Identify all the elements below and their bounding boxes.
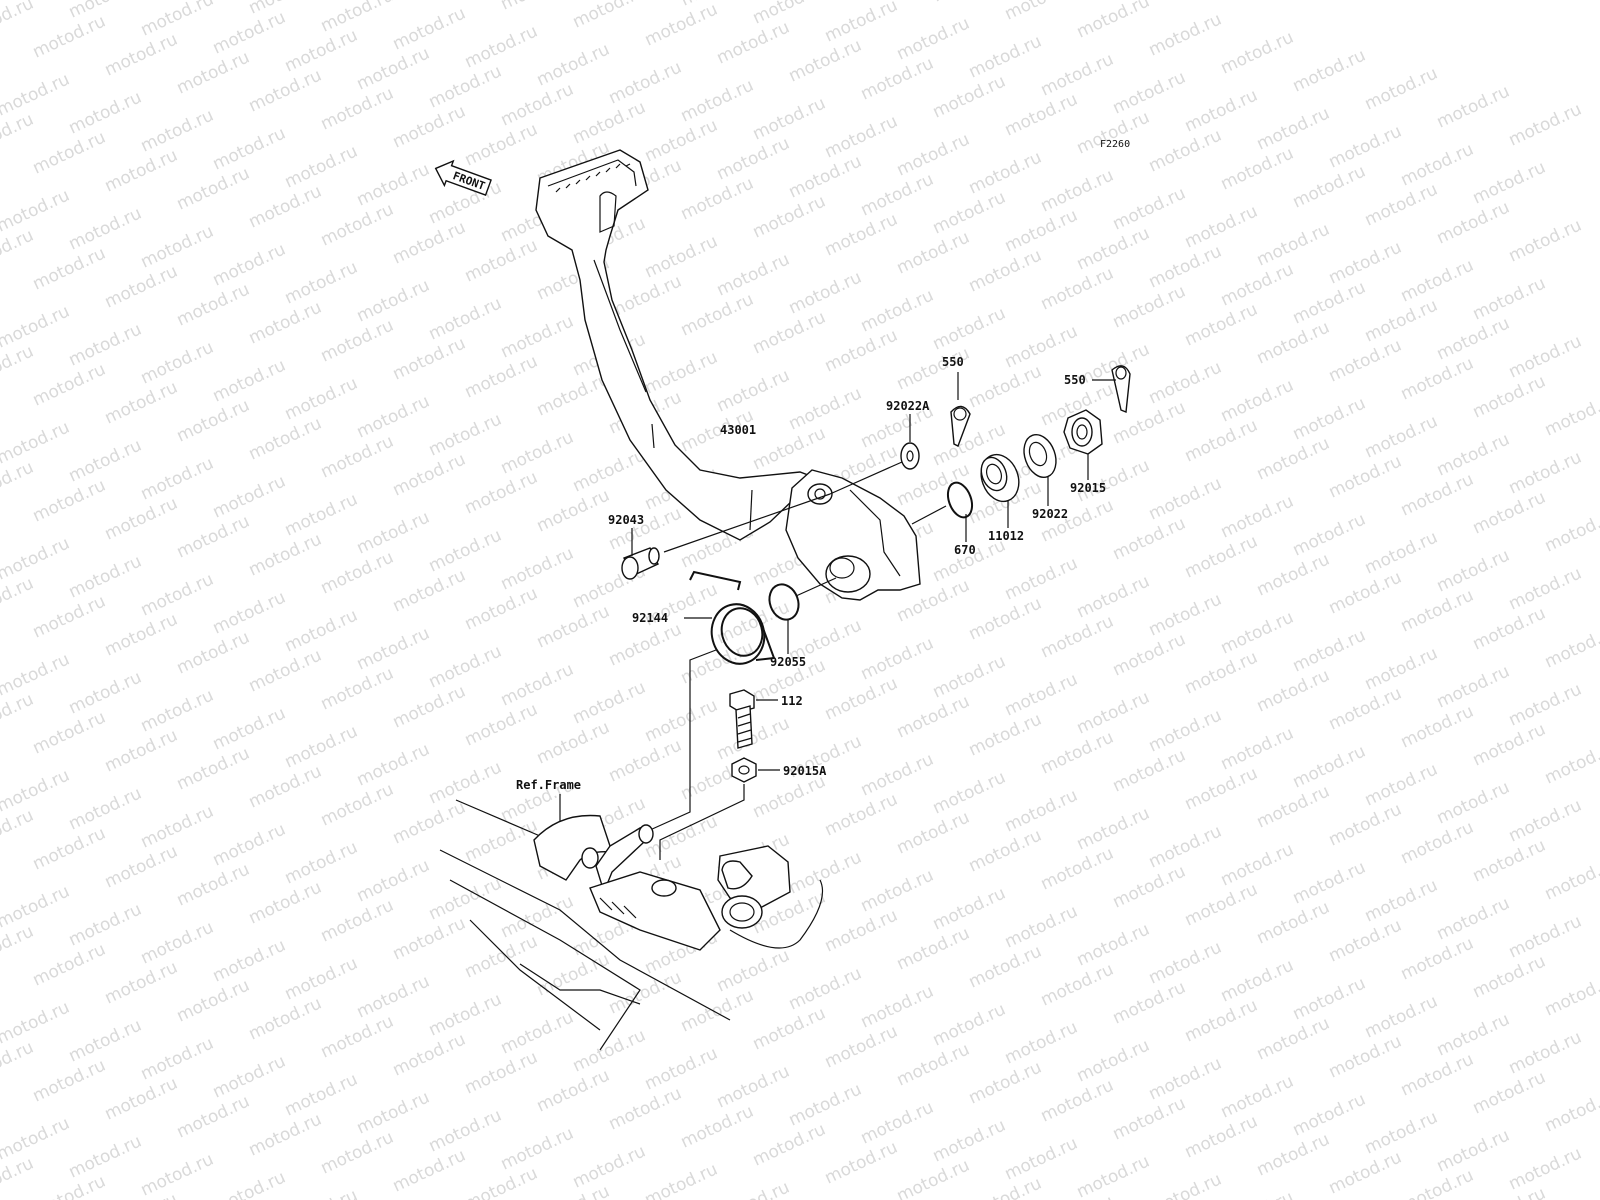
svg-text:92022: 92022 [1032, 507, 1068, 521]
part-label-92022: 92022 [1032, 476, 1068, 521]
svg-text:550: 550 [1064, 373, 1086, 387]
svg-text:92015A: 92015A [783, 764, 827, 778]
reference-code: F2260 [1100, 139, 1130, 150]
svg-text:92055: 92055 [770, 655, 806, 669]
frame-drawing [439, 799, 824, 1051]
part-label-550a: 550 [942, 355, 964, 400]
spring-leader-line [649, 649, 717, 831]
brake-pedal-drawing [535, 149, 921, 601]
part-label-92022a: 92022A [886, 399, 930, 442]
part-label-550b: 550 [1064, 373, 1116, 387]
washer-92022a-part [829, 442, 920, 495]
svg-text:112: 112 [781, 694, 803, 708]
svg-text:92022A: 92022A [886, 399, 930, 413]
part-label-43001: 43001 [720, 423, 756, 437]
svg-text:92015: 92015 [1070, 481, 1106, 495]
front-arrow-icon: FRONT [434, 159, 492, 196]
nut-92015a-part [659, 757, 780, 860]
cotter-pin-550-part [950, 405, 971, 447]
part-label-92043: 92043 [608, 513, 644, 556]
part-label-670: 670 [954, 514, 976, 557]
cotter-pin-550-second-part [1111, 365, 1131, 413]
part-label-92144: 92144 [632, 611, 712, 625]
part-label-92015a: 92015A [783, 764, 827, 778]
part-label-112: 112 [781, 694, 803, 708]
part-label-92015: 92015 [1070, 454, 1106, 495]
o-ring-92055-part [768, 577, 837, 621]
svg-text:92144: 92144 [632, 611, 668, 625]
svg-text:Ref.Frame: Ref.Frame [516, 778, 581, 792]
svg-text:550: 550 [942, 355, 964, 369]
svg-text:670: 670 [954, 543, 976, 557]
ref-frame-label: Ref.Frame [516, 778, 581, 822]
o-ring-670-part [911, 481, 974, 525]
svg-text:43001: 43001 [720, 423, 756, 437]
collar-92015-part [1063, 409, 1103, 455]
return-spring-92144-part [689, 570, 776, 665]
svg-text:92043: 92043 [608, 513, 644, 527]
bearing-11012-part [980, 453, 1020, 503]
washer-92022-part [1023, 433, 1057, 479]
bolt-112-part [729, 689, 778, 749]
svg-text:11012: 11012 [988, 529, 1024, 543]
part-label-92055: 92055 [770, 620, 806, 669]
part-label-11012: 11012 [988, 500, 1024, 543]
